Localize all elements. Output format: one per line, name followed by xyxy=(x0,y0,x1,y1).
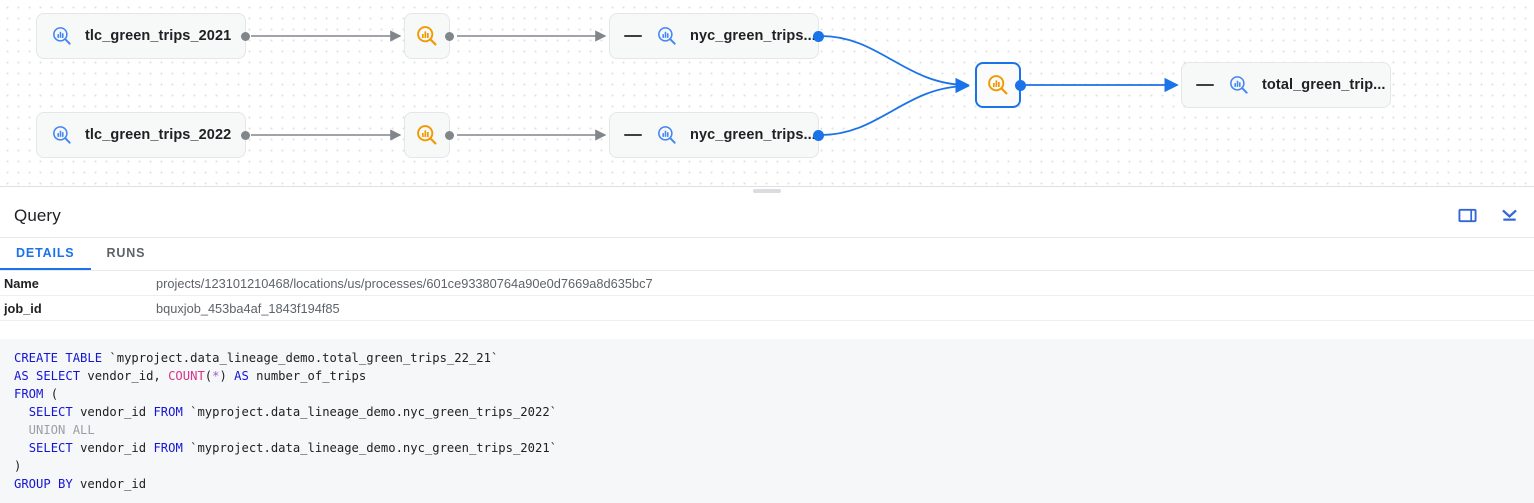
collapse-down-icon[interactable] xyxy=(1498,205,1520,227)
node-collapse-dash-icon[interactable] xyxy=(624,35,642,37)
detail-value: bquxjob_453ba4af_1843f194f85 xyxy=(156,300,340,316)
bigquery-table-icon xyxy=(1228,74,1250,96)
lineage-node-nyc-green-trips-2022[interactable]: nyc_green_trips... xyxy=(609,112,824,158)
node-output-port[interactable] xyxy=(241,131,250,140)
lineage-node-tlc-green-trips-2022[interactable]: tlc_green_trips_2022 xyxy=(36,112,250,158)
lineage-node-label: nyc_green_trips... xyxy=(690,28,816,44)
bigquery-table-icon xyxy=(51,124,73,146)
side-panel-icon[interactable] xyxy=(1456,205,1478,227)
node-output-port[interactable] xyxy=(813,130,824,141)
sql-code-block[interactable]: CREATE TABLE `myproject.data_lineage_dem… xyxy=(0,339,1534,503)
node-output-port[interactable] xyxy=(813,31,824,42)
bigquery-process-icon xyxy=(415,24,439,48)
lineage-node-process-2021[interactable] xyxy=(404,13,454,59)
lineage-node-label: tlc_green_trips_2021 xyxy=(85,28,232,44)
table-row: Name projects/123101210468/locations/us/… xyxy=(0,271,1534,296)
tab-runs[interactable]: RUNS xyxy=(106,246,146,260)
node-output-port[interactable] xyxy=(445,32,454,41)
node-output-port[interactable] xyxy=(1015,80,1026,91)
node-collapse-dash-icon[interactable] xyxy=(1196,84,1214,86)
tab-details[interactable]: DETAILS xyxy=(0,238,91,270)
splitter-grip-handle[interactable] xyxy=(753,189,781,193)
detail-key: Name xyxy=(4,275,39,291)
lineage-edges xyxy=(251,30,1179,141)
lineage-node-label: tlc_green_trips_2022 xyxy=(85,127,232,143)
detail-key: job_id xyxy=(4,300,42,316)
lineage-node-total-green-trips[interactable]: total_green_trip... xyxy=(1181,62,1391,108)
lineage-node-label: nyc_green_trips... xyxy=(690,127,816,143)
node-collapse-dash-icon[interactable] xyxy=(624,134,642,136)
bigquery-table-icon xyxy=(51,25,73,47)
lineage-node-label: total_green_trip... xyxy=(1262,77,1386,93)
sql-code-text: CREATE TABLE `myproject.data_lineage_dem… xyxy=(14,351,557,491)
lineage-node-process-2022[interactable] xyxy=(404,112,454,158)
panel-header-actions xyxy=(1456,205,1520,227)
table-row: job_id bquxjob_453ba4af_1843f194f85 xyxy=(0,296,1534,321)
details-table: Name projects/123101210468/locations/us/… xyxy=(0,271,1534,321)
query-panel-header: Query xyxy=(0,194,1534,238)
node-output-port[interactable] xyxy=(241,32,250,41)
bigquery-table-icon xyxy=(656,124,678,146)
bigquery-table-icon xyxy=(656,25,678,47)
lineage-node-nyc-green-trips-2021[interactable]: nyc_green_trips... xyxy=(609,13,824,59)
lineage-canvas[interactable]: tlc_green_trips_2021 nyc_green_trips... … xyxy=(0,0,1534,186)
panel-title: Query xyxy=(14,205,61,225)
detail-value: projects/123101210468/locations/us/proce… xyxy=(156,275,653,291)
panel-splitter[interactable] xyxy=(0,186,1534,195)
panel-tabs: DETAILS RUNS xyxy=(0,238,1534,271)
bigquery-process-icon xyxy=(986,73,1010,97)
node-output-port[interactable] xyxy=(445,131,454,140)
lineage-node-process-selected[interactable] xyxy=(975,62,1026,108)
bigquery-process-icon xyxy=(415,123,439,147)
lineage-node-tlc-green-trips-2021[interactable]: tlc_green_trips_2021 xyxy=(36,13,250,59)
query-panel: Query DETAILS RUNS Name projects/1231012… xyxy=(0,194,1534,503)
